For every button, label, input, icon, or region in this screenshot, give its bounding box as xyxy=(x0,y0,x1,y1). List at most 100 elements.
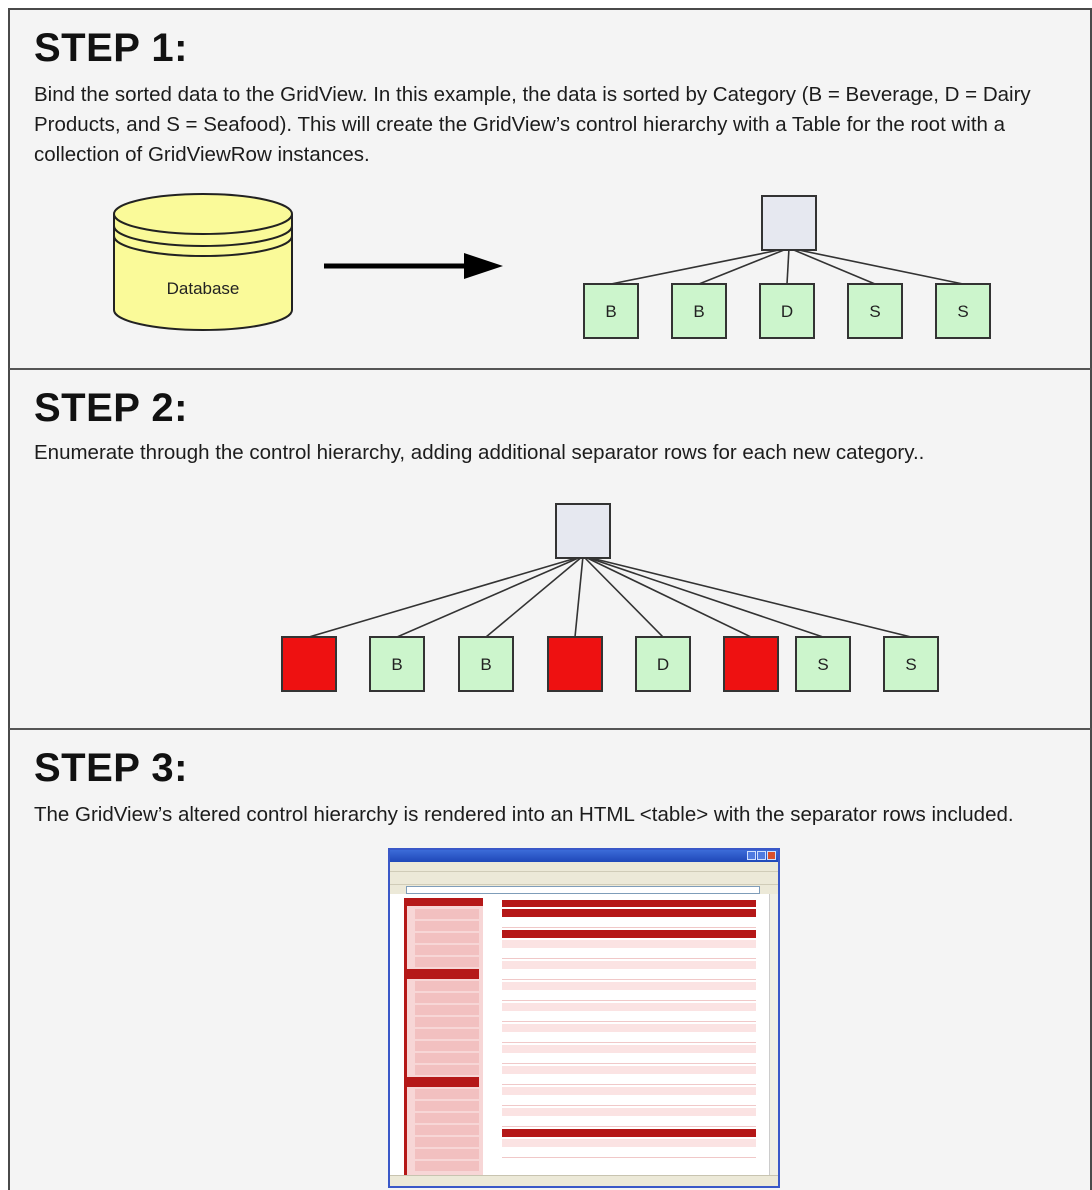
sidebar-link xyxy=(415,1125,479,1135)
table-row xyxy=(502,1097,756,1106)
browser-content xyxy=(390,894,778,1176)
table-row xyxy=(502,1066,756,1074)
tree-edge xyxy=(485,555,584,638)
table-row xyxy=(502,1034,756,1043)
tree-edge xyxy=(308,555,584,638)
separator-row-node xyxy=(723,636,779,692)
gridviewrow-label: B xyxy=(605,302,616,321)
tree-edge xyxy=(582,555,824,638)
step-1-panel: STEP 1: Bind the sorted data to the Grid… xyxy=(8,8,1092,369)
scrollbar xyxy=(769,894,778,1176)
tree-edge xyxy=(574,555,584,638)
tree-edge xyxy=(788,247,964,285)
address-field xyxy=(406,886,760,894)
sidebar-link xyxy=(415,1017,479,1027)
table-row xyxy=(502,1055,756,1064)
tree-edge xyxy=(786,247,790,285)
sidebar-link xyxy=(415,1065,479,1075)
browser-menu-bar xyxy=(390,862,778,871)
browser-address-bar xyxy=(390,884,778,894)
sidebar-link xyxy=(415,945,479,955)
site-sidebar xyxy=(404,898,483,1176)
sidebar-link xyxy=(415,921,479,931)
tree-edge xyxy=(698,247,790,285)
gridviewrow-node xyxy=(458,636,514,692)
gridviewrow-label: D xyxy=(657,655,669,674)
step-3-description: The GridView’s altered control hierarchy… xyxy=(34,803,1014,826)
gridviewrow-label: S xyxy=(905,655,916,674)
table-row xyxy=(502,982,756,990)
sidebar-link xyxy=(407,969,479,979)
maximize-icon xyxy=(757,851,766,860)
browser-screenshot xyxy=(388,848,780,1188)
sidebar-link xyxy=(415,1101,479,1111)
table-row xyxy=(502,1024,756,1032)
gridviewrow-label: S xyxy=(869,302,880,321)
sidebar-link xyxy=(415,1041,479,1051)
step-3-title: STEP 3: xyxy=(34,746,188,790)
sidebar-link xyxy=(415,1113,479,1123)
browser-title-bar xyxy=(390,850,778,862)
step-1-description: Bind the sorted data to the GridView. In… xyxy=(34,83,1031,166)
window-controls xyxy=(747,851,776,860)
sidebar-link xyxy=(407,1077,479,1087)
gridviewrow-node xyxy=(759,283,815,339)
gridviewrow-node xyxy=(883,636,939,692)
table-row xyxy=(502,1118,756,1127)
table-row xyxy=(502,1003,756,1011)
step-2-description: Enumerate through the control hierarchy,… xyxy=(34,441,925,464)
table-row xyxy=(502,1149,756,1158)
minimize-icon xyxy=(747,851,756,860)
gridviewrow-label: S xyxy=(817,655,828,674)
gridviewrow-node xyxy=(583,283,639,339)
table-row xyxy=(502,1013,756,1022)
tree-edge xyxy=(610,247,790,285)
gridviewrow-label: B xyxy=(391,655,402,674)
step-2-panel: STEP 2: Enumerate through the control hi… xyxy=(8,369,1092,729)
table-header-row xyxy=(502,900,756,907)
gridviewrow-label: S xyxy=(957,302,968,321)
gridviewrow-node xyxy=(369,636,425,692)
status-bar xyxy=(390,1175,778,1186)
table-row xyxy=(502,961,756,969)
table-row xyxy=(502,1087,756,1095)
table-row xyxy=(502,1045,756,1053)
sidebar-link xyxy=(415,981,479,991)
table-row xyxy=(502,992,756,1001)
table-row xyxy=(502,1139,756,1147)
table-row xyxy=(502,1108,756,1116)
separator-row-node xyxy=(547,636,603,692)
database-cylinder: Database xyxy=(113,193,293,331)
table-root-node xyxy=(761,195,817,251)
step-1-diagram: Database B B D S S xyxy=(113,193,991,339)
gridviewrow-node xyxy=(635,636,691,692)
step-2-title: STEP 2: xyxy=(34,386,188,430)
separator-table-row xyxy=(502,909,756,917)
sidebar-link xyxy=(415,1089,479,1099)
gridviewrow-label: B xyxy=(693,302,704,321)
tree-edge xyxy=(396,555,584,638)
sidebar-link xyxy=(415,1161,479,1171)
gridviewrow-label: B xyxy=(480,655,491,674)
sidebar-link xyxy=(415,1053,479,1063)
sidebar-header xyxy=(407,898,483,906)
sidebar-link xyxy=(415,957,479,967)
sidebar-link xyxy=(415,1005,479,1015)
step-3-panel: STEP 3: The GridView’s altered control h… xyxy=(8,729,1092,1190)
step-1-title: STEP 1: xyxy=(34,26,188,70)
sidebar-link xyxy=(415,909,479,919)
sidebar-link xyxy=(415,993,479,1003)
sidebar-link xyxy=(415,1137,479,1147)
separator-row-node xyxy=(281,636,337,692)
gridviewrow-label: D xyxy=(781,302,793,321)
tree-edge xyxy=(582,555,912,638)
gridviewrow-node xyxy=(847,283,903,339)
table-row xyxy=(502,940,756,948)
sidebar-link xyxy=(415,1029,479,1039)
sidebar-link xyxy=(415,933,479,943)
rendered-gridview-table xyxy=(502,900,756,1160)
gridviewrow-node xyxy=(795,636,851,692)
